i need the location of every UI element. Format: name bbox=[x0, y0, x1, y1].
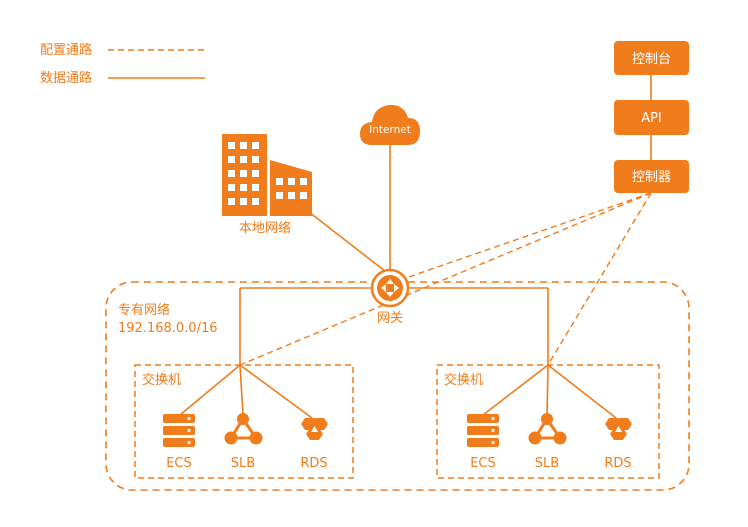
local-network-node: 本地网络 bbox=[222, 134, 312, 236]
controller-left-switch-config bbox=[239, 192, 652, 366]
api-label: API bbox=[641, 111, 662, 126]
controller-gateway-config bbox=[399, 192, 652, 281]
internet-node: Internet bbox=[360, 104, 420, 145]
vpc-cidr: 192.168.0.0/16 bbox=[118, 321, 218, 336]
switch-zone-right: 交换机 bbox=[436, 364, 660, 479]
cloud-icon bbox=[360, 104, 420, 145]
left-rds-label: RDS bbox=[300, 456, 327, 471]
controller-label: 控制器 bbox=[632, 170, 671, 185]
switch-left-label: 交换机 bbox=[142, 372, 181, 388]
legend: 配置通路 数据通路 bbox=[40, 42, 205, 86]
controller-box-bg bbox=[614, 160, 689, 193]
database-icon bbox=[301, 418, 328, 440]
left-ecs-label: ECS bbox=[166, 456, 192, 471]
server-icon bbox=[467, 414, 499, 447]
left-slb-label: SLB bbox=[231, 456, 255, 471]
legend-config-label: 配置通路 bbox=[40, 42, 92, 58]
right-slb-label: SLB bbox=[535, 456, 559, 471]
load-balancer-icon bbox=[528, 413, 567, 445]
controller-box[interactable]: 控制器 bbox=[614, 160, 689, 193]
right-ecs-label: ECS bbox=[470, 456, 496, 471]
console-label: 控制台 bbox=[632, 52, 671, 67]
internet-label: Internet bbox=[369, 124, 411, 136]
local-network-label: 本地网络 bbox=[239, 220, 291, 236]
right-switch-rds-line bbox=[547, 364, 617, 419]
console-box-bg bbox=[614, 41, 689, 75]
right-slb[interactable]: SLB bbox=[528, 413, 567, 471]
gateway-icon bbox=[377, 275, 403, 301]
database-icon bbox=[605, 418, 632, 440]
gateway-node[interactable]: 网关 bbox=[370, 268, 410, 326]
left-ecs[interactable]: ECS bbox=[163, 414, 195, 471]
connections bbox=[179, 75, 652, 419]
controller-right-switch-config bbox=[547, 192, 652, 366]
building-icon bbox=[222, 134, 312, 216]
switch-right-label: 交换机 bbox=[444, 372, 483, 388]
switch-left-border bbox=[134, 364, 354, 479]
right-ecs[interactable]: ECS bbox=[467, 414, 499, 471]
local-gateway-line bbox=[299, 204, 391, 276]
left-switch-rds-line bbox=[239, 364, 313, 419]
left-switch-ecs-line bbox=[179, 364, 241, 416]
legend-data-label: 数据通路 bbox=[40, 70, 92, 86]
gateway-label: 网关 bbox=[377, 311, 403, 326]
left-slb[interactable]: SLB bbox=[224, 413, 263, 471]
switch-right-border bbox=[436, 364, 660, 479]
switch-zone-left: 交换机 bbox=[134, 364, 354, 479]
api-box-bg bbox=[614, 100, 689, 135]
left-switch-slb-line bbox=[239, 364, 244, 416]
load-balancer-icon bbox=[224, 413, 263, 445]
api-box[interactable]: API bbox=[614, 100, 689, 135]
left-rds[interactable]: RDS bbox=[300, 418, 328, 471]
right-switch-slb-line bbox=[546, 364, 549, 416]
right-rds-label: RDS bbox=[604, 456, 631, 471]
console-box[interactable]: 控制台 bbox=[614, 41, 689, 75]
server-icon bbox=[163, 414, 195, 447]
right-rds[interactable]: RDS bbox=[604, 418, 632, 471]
right-switch-ecs-line bbox=[482, 364, 549, 416]
vpc-title: 专有网络 bbox=[118, 302, 170, 318]
